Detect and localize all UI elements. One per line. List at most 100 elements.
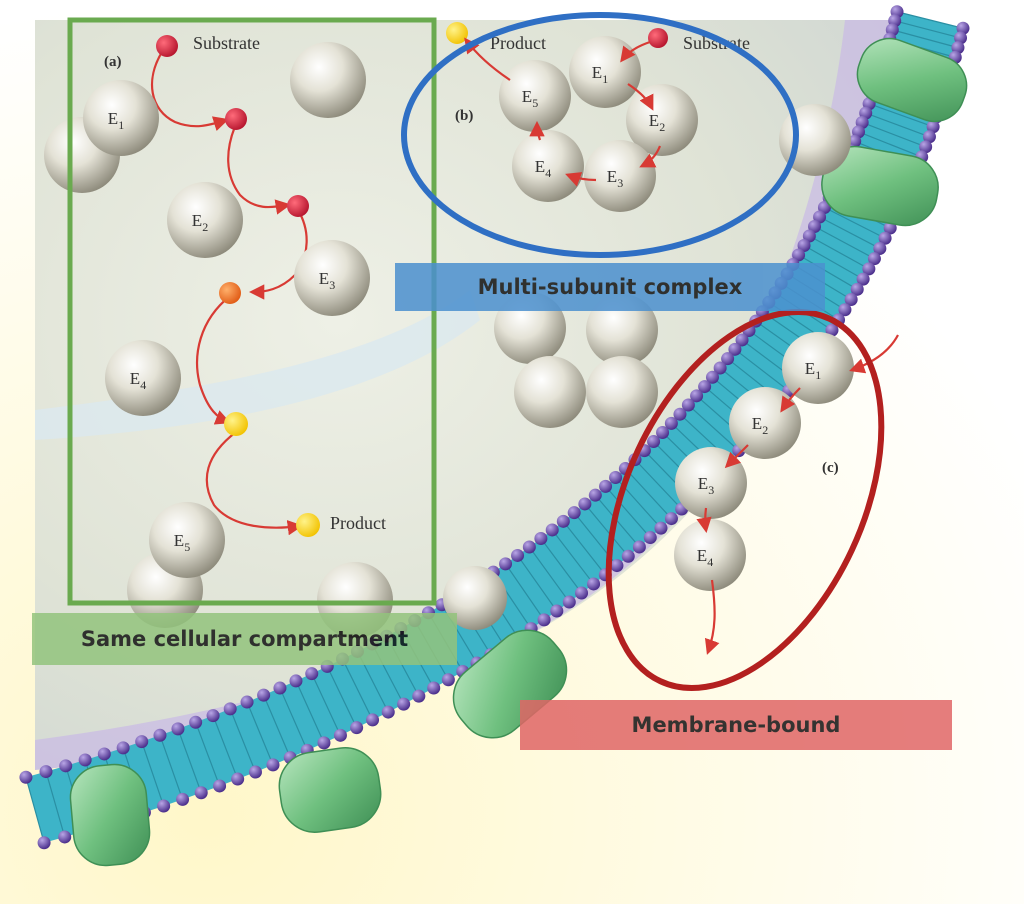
lipid-head	[97, 747, 111, 761]
lipid-tail	[45, 771, 66, 838]
lipid-head	[266, 758, 280, 772]
lipid-head	[37, 836, 51, 850]
lipid-head	[78, 753, 92, 767]
membrane-protein	[69, 763, 151, 867]
lipid-tail	[814, 225, 875, 260]
enzyme-subscript: 5	[532, 96, 538, 110]
svg-text:E2: E2	[649, 111, 665, 134]
lipid-head	[171, 722, 185, 736]
lipid-head	[412, 689, 426, 703]
lipid-head	[223, 702, 237, 716]
lipid-head	[427, 681, 441, 695]
lipid-head	[873, 241, 887, 255]
lipid-tail	[263, 694, 291, 758]
lipid-head	[728, 342, 742, 356]
lipid-head	[610, 559, 624, 573]
multi-subunit-complex-banner: Multi-subunit complex	[395, 263, 825, 311]
enzyme-label: E	[192, 211, 202, 230]
lipid-head	[381, 705, 395, 719]
cytoplasm-background	[35, 20, 900, 770]
lipid-head	[690, 389, 704, 403]
membrane-proteins	[69, 37, 968, 867]
svg-text:E3: E3	[607, 167, 623, 190]
lipid-head	[632, 540, 646, 554]
panel-a-letter: (a)	[104, 54, 122, 70]
lipid-head	[366, 713, 380, 727]
lipid-head	[721, 352, 735, 366]
lipid-tail	[858, 131, 922, 158]
lipid-tail	[809, 235, 870, 270]
lipid-head	[567, 506, 581, 520]
lipid-head	[643, 531, 657, 545]
enzyme-label: E	[698, 474, 708, 493]
enzyme-label: E	[607, 167, 617, 186]
lipid-head	[534, 532, 548, 546]
lipid-head	[153, 728, 167, 742]
lipid-tail	[803, 244, 864, 280]
enzyme-subscript: 3	[329, 278, 335, 292]
lipid-head	[135, 735, 149, 749]
same-compartment-banner: Same cellular compartment	[32, 613, 457, 665]
svg-text:E1: E1	[108, 109, 124, 132]
lipid-head	[621, 549, 635, 563]
lipid-head	[850, 282, 864, 296]
lipid-tail	[279, 687, 308, 751]
substrate-molecule	[648, 28, 668, 48]
lipid-head	[878, 231, 892, 245]
enzyme-label: E	[108, 109, 118, 128]
lipid-head	[39, 765, 53, 779]
membrane-protein	[278, 747, 382, 833]
lipid-head	[240, 695, 254, 709]
lipid-tail	[584, 503, 629, 557]
lipid-tail	[517, 555, 558, 612]
lipid-head	[599, 479, 613, 493]
enzyme-label: E	[535, 157, 545, 176]
lipid-tail	[868, 103, 934, 128]
lipid-head	[654, 521, 668, 535]
banner-label: Membrane-bound	[631, 713, 841, 737]
lipid-head	[792, 248, 806, 262]
lipid-tail	[159, 735, 184, 800]
lipid-head	[289, 674, 303, 688]
lipid-head	[647, 435, 661, 449]
membrane-protein	[856, 37, 968, 123]
lipid-head	[578, 497, 592, 511]
lipid-head	[919, 140, 933, 154]
lipid-head	[537, 613, 551, 627]
lipid-tail	[141, 741, 165, 807]
lipid-head	[194, 786, 208, 800]
panel-b-letter: (b)	[455, 108, 473, 124]
panel-b-enzyme-e1: E1	[569, 36, 641, 108]
panel-c-letter: (c)	[822, 460, 839, 476]
lipid-head	[664, 416, 678, 430]
product-molecule	[296, 513, 320, 537]
lipid-tail	[624, 468, 672, 519]
lipid-head	[664, 512, 678, 526]
lipid-head	[317, 736, 331, 750]
lipid-head	[441, 673, 455, 687]
membrane-bound-banner: Membrane-bound	[520, 700, 952, 750]
lipid-tail	[246, 701, 274, 766]
svg-text:E4: E4	[697, 546, 713, 569]
lipid-head	[116, 741, 130, 755]
svg-text:E1: E1	[805, 359, 821, 382]
lipid-head	[556, 514, 570, 528]
enzyme-subscript: 2	[762, 423, 768, 437]
lipid-head	[926, 120, 940, 134]
membrane-tail-band	[25, 11, 963, 843]
lipid-head	[609, 470, 623, 484]
lipid-tail	[894, 20, 961, 39]
enzyme-label: E	[592, 63, 602, 82]
panel-c-enzyme-e4: E4	[674, 519, 746, 591]
lipid-head	[59, 759, 73, 773]
lipid-head	[189, 715, 203, 729]
enzyme-label: E	[649, 111, 659, 130]
panel-a-enzyme-e5: E5	[149, 502, 225, 578]
lipid-head	[511, 548, 525, 562]
lipid-tail	[177, 728, 202, 793]
lipid-head	[802, 229, 816, 243]
svg-text:E4: E4	[130, 369, 146, 392]
lipid-head	[575, 586, 589, 600]
lipid-tail	[734, 348, 790, 392]
